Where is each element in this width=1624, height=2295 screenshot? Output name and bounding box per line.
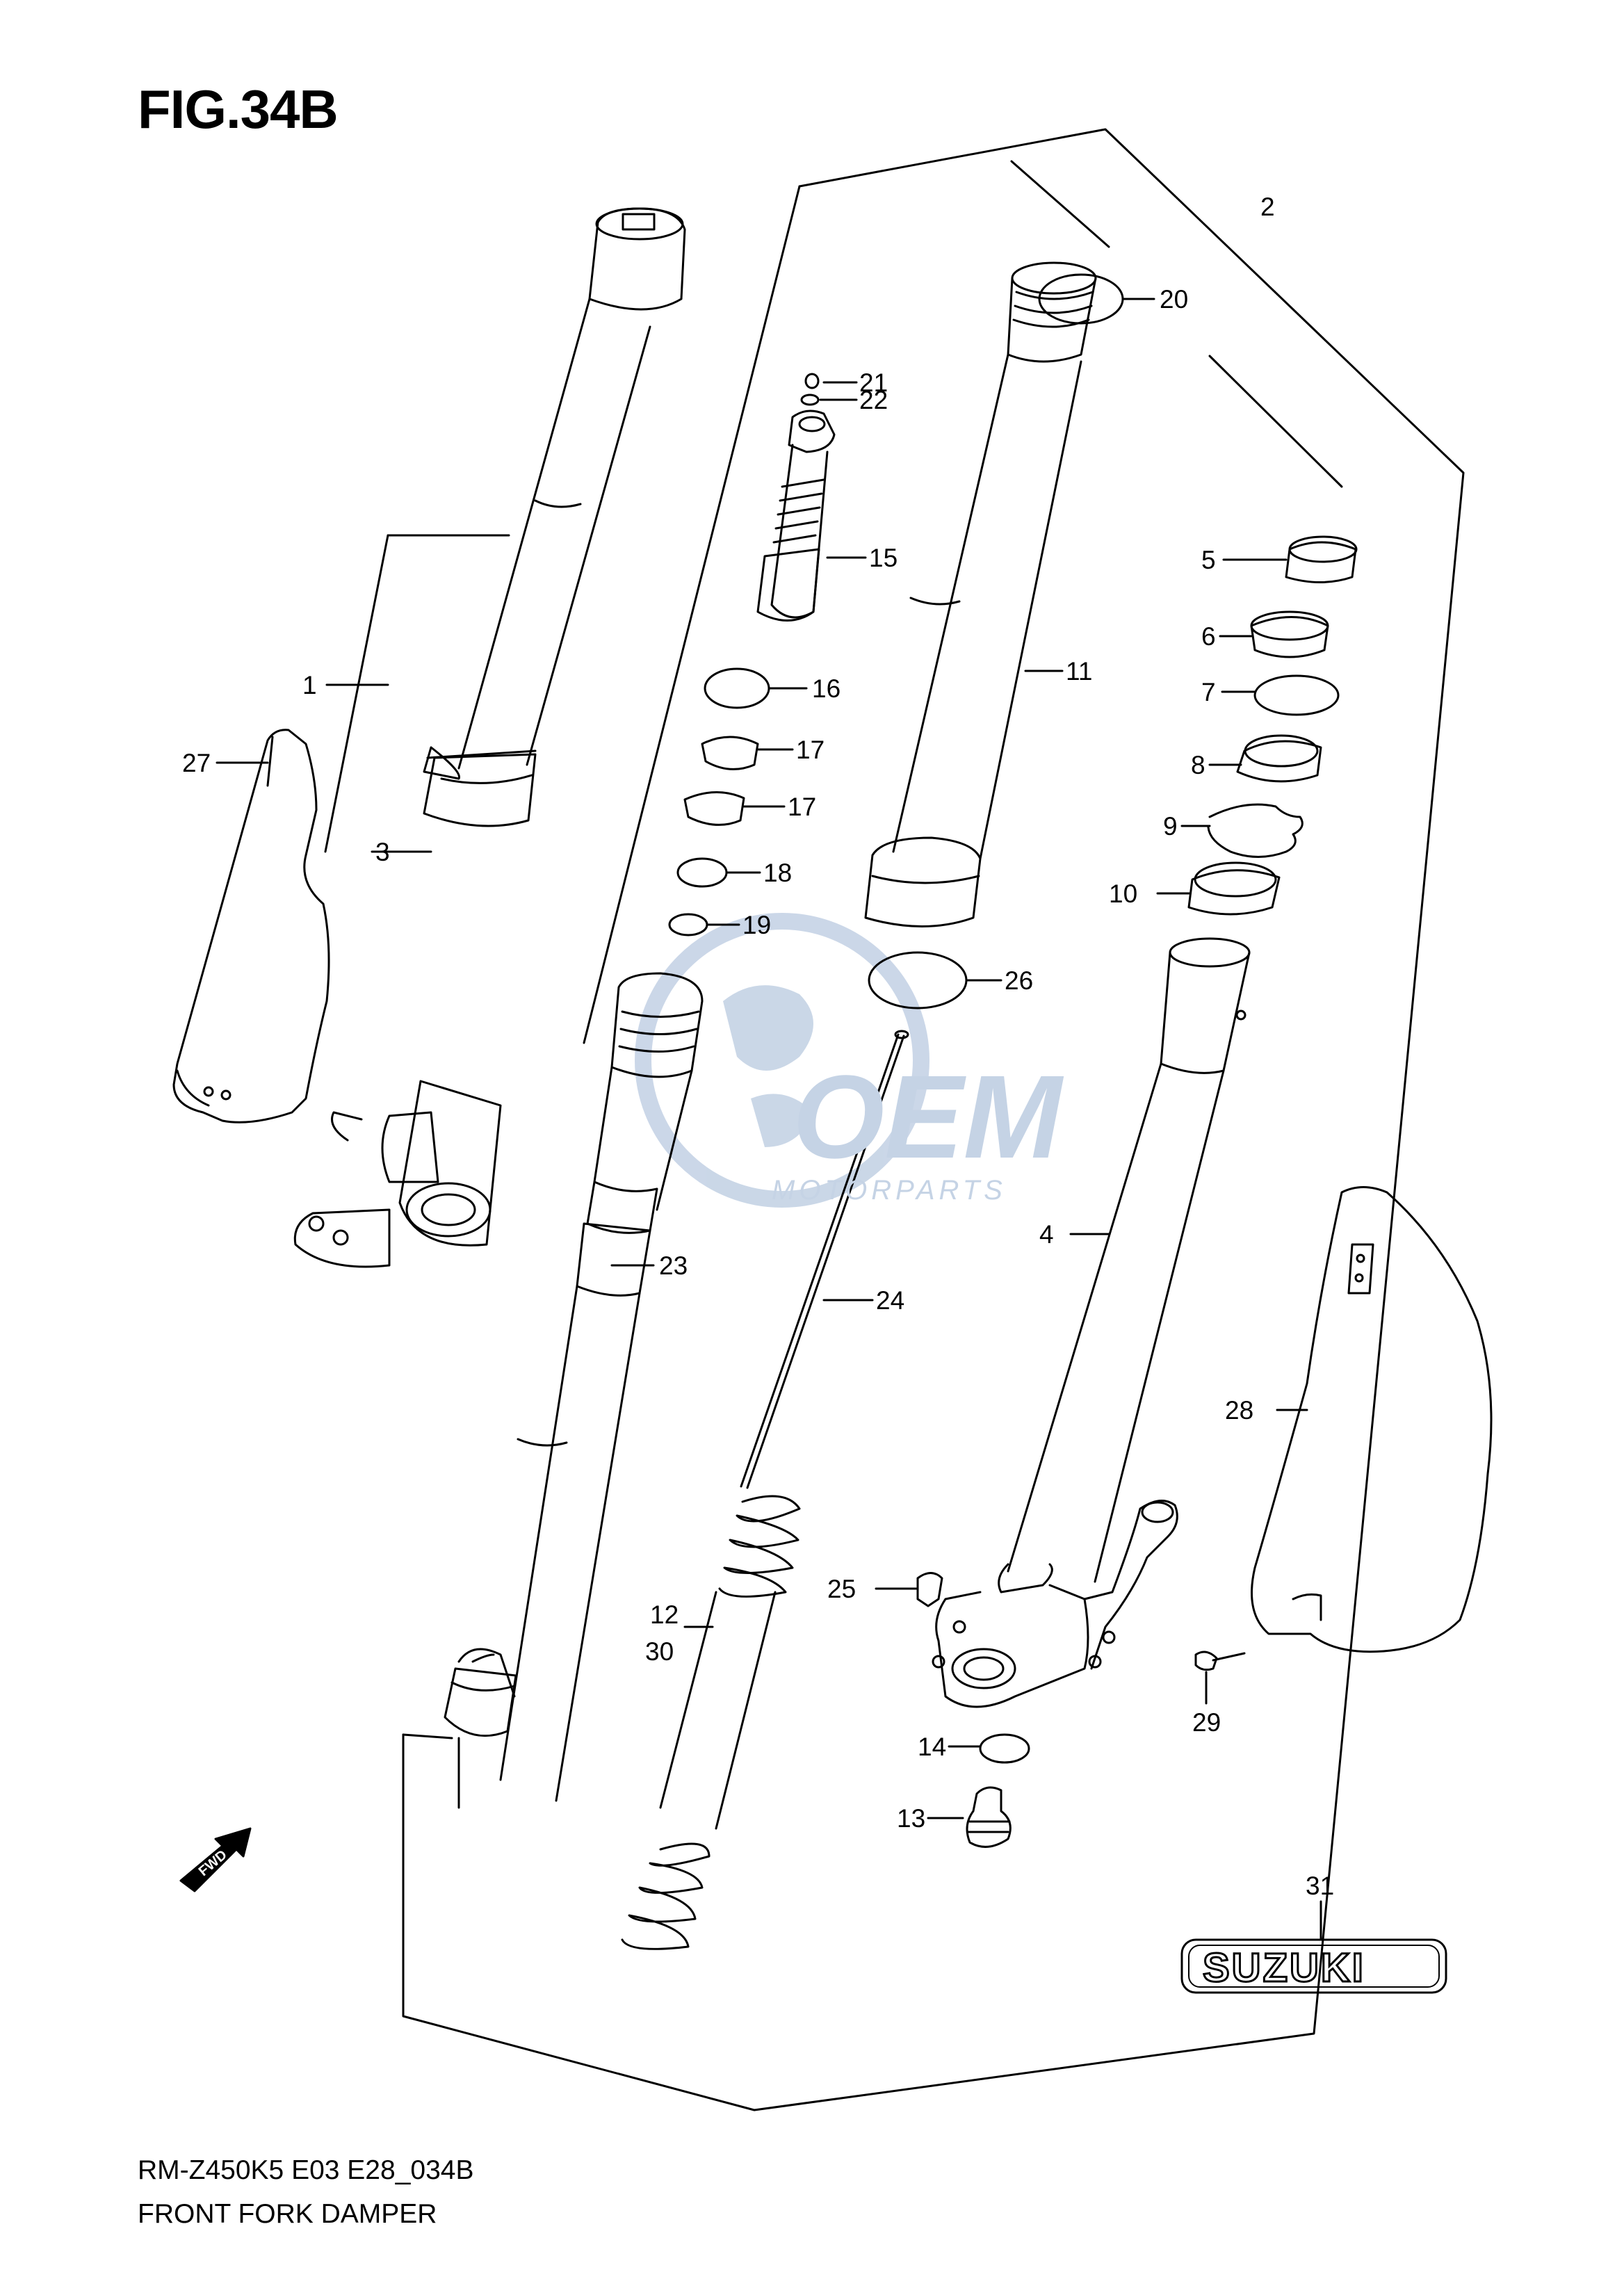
- callout-1: 1: [302, 671, 317, 699]
- assembly-frame-2: [402, 128, 1465, 2111]
- part-lower-leg: [932, 937, 1251, 1708]
- callout-30: 30: [645, 1637, 674, 1666]
- part-ring-19: [668, 913, 708, 936]
- figure-caption: FRONT FORK DAMPER: [138, 2199, 437, 2229]
- part-bolt-25: [916, 1572, 943, 1607]
- part-ring-26: [868, 951, 968, 1009]
- callout-29: 29: [1192, 1708, 1221, 1737]
- model-code: RM-Z450K5 E03 E28_034B: [138, 2155, 474, 2185]
- callout-2: 2: [1260, 193, 1275, 221]
- part-bushing-17a: [701, 736, 759, 770]
- part-circlip-9: [1207, 803, 1304, 858]
- callout-28: 28: [1225, 1396, 1253, 1425]
- callout-12: 12: [650, 1600, 679, 1629]
- callout-26: 26: [1005, 966, 1033, 995]
- part-ring-18: [676, 857, 728, 888]
- part-ring-14: [979, 1733, 1030, 1764]
- callout-10: 10: [1109, 879, 1137, 908]
- part-bolt-29: [1194, 1651, 1246, 1671]
- part-fork-guard-right: [1251, 1186, 1493, 1653]
- part-inner-tube: [864, 261, 1097, 927]
- part-oil-seal-10: [1187, 869, 1281, 916]
- part-fork-guard-left: [172, 729, 330, 1124]
- part-dust-seal-5: [1285, 541, 1357, 583]
- callout-6: 6: [1201, 622, 1216, 651]
- watermark-logo: OEM: [793, 1051, 1064, 1183]
- callout-24: 24: [876, 1286, 904, 1315]
- callout-27: 27: [182, 749, 211, 777]
- callout-14: 14: [918, 1733, 946, 1761]
- callout-18: 18: [763, 859, 792, 887]
- part-ring-16: [704, 667, 770, 709]
- assembly-frame-11: [1010, 160, 1110, 248]
- part-outer-tube: [293, 207, 686, 1268]
- callout-22: 22: [859, 386, 888, 414]
- part-damper-cylinder: [444, 972, 704, 1802]
- callout-3: 3: [375, 838, 390, 866]
- callout-4: 4: [1039, 1220, 1054, 1249]
- callout-9: 9: [1163, 812, 1178, 841]
- callout-20: 20: [1160, 285, 1188, 314]
- part-damper-rod: [621, 1030, 909, 1950]
- callout-31: 31: [1306, 1872, 1334, 1900]
- watermark-subtitle: MOTORPARTS: [772, 1175, 1007, 1206]
- callout-17b: 17: [788, 793, 816, 821]
- part-drain-plug-13: [966, 1786, 1012, 1848]
- callout-21: 21: [859, 368, 888, 397]
- watermark: [635, 913, 929, 1208]
- part-cartridge-top: [756, 373, 836, 622]
- assembly-frame-4: [1208, 355, 1343, 488]
- part-oil-seal-8: [1236, 740, 1322, 783]
- callout-7: 7: [1201, 678, 1216, 706]
- callout-23: 23: [659, 1251, 688, 1280]
- callout-15: 15: [869, 544, 898, 572]
- watermark-globe-icon: [635, 913, 929, 1208]
- callout-11: 11: [1066, 657, 1092, 686]
- part-washer-7: [1253, 674, 1340, 716]
- part-emblem-31: [1180, 1938, 1447, 1994]
- callout-17a: 17: [796, 736, 825, 764]
- callout-16: 16: [812, 674, 841, 703]
- callout-5: 5: [1201, 546, 1216, 574]
- emblem-text: SUZUKI: [1203, 1945, 1365, 1990]
- figure-title: FIG.34B: [138, 79, 339, 140]
- part-bushing-6: [1250, 616, 1329, 658]
- fwd-arrow-icon: [179, 1827, 252, 1892]
- callout-19: 19: [742, 911, 771, 939]
- callout-25: 25: [827, 1575, 856, 1603]
- callout-13: 13: [897, 1804, 925, 1833]
- callout-8: 8: [1191, 751, 1205, 779]
- callouts: 1 2 3 4 5 6 7 8 9 10 11 12 30 13 14 15 1…: [182, 193, 1334, 1900]
- part-bushing-17b: [683, 791, 745, 826]
